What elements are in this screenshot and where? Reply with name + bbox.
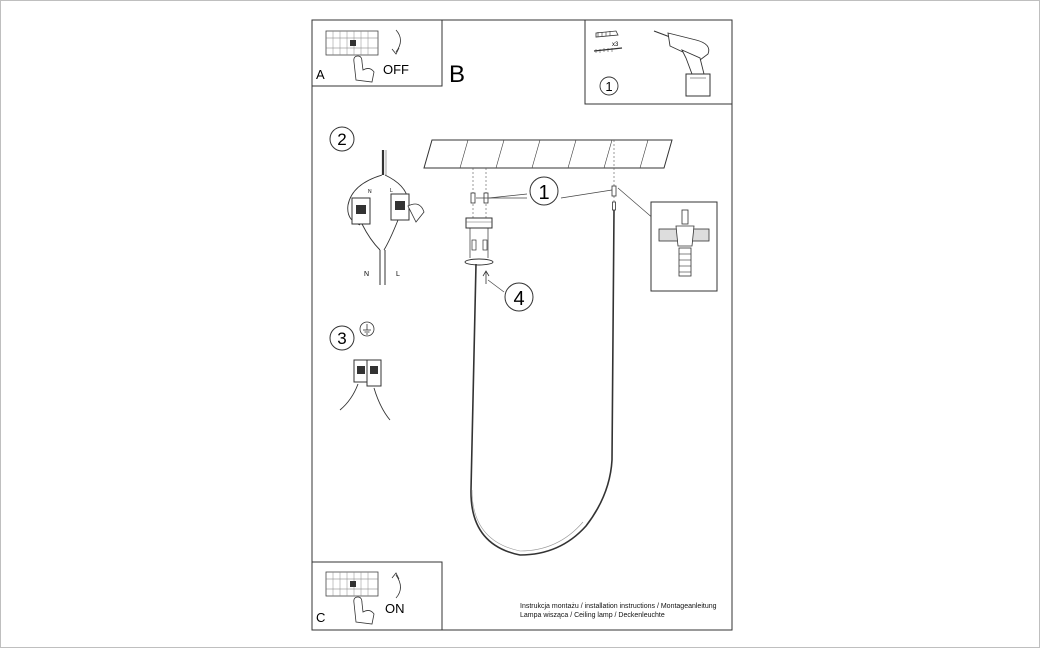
step-4-number: 4: [513, 288, 524, 310]
wire-l-small: L: [390, 188, 393, 194]
screwdriver-hand-icon: [407, 203, 425, 223]
wire-neutral-label: N: [364, 271, 369, 278]
anchor-detail-box: [617, 187, 718, 292]
tools-box: x3 1: [584, 19, 733, 105]
step-3-grounding: 3: [329, 321, 391, 421]
footer-line-2: Lampa wisząca / Ceiling lamp / Deckenleu…: [520, 612, 665, 619]
arrow-down-icon: [395, 29, 401, 53]
anchor-bolt-icon: [675, 209, 695, 277]
breaker-box-icon-c: [325, 571, 379, 597]
tools-step-number: 1: [605, 79, 612, 94]
panel-a-letter: A: [316, 67, 325, 82]
hand-icon: [353, 55, 375, 83]
lamp-body: [470, 209, 615, 556]
canopy: [464, 217, 494, 266]
panel-a: A OFF: [311, 19, 443, 87]
step-1-number: 1: [538, 182, 549, 204]
screws-and-dowels-icon: [593, 30, 623, 53]
instruction-sheet: [311, 19, 733, 631]
hand-icon-c: [353, 596, 375, 625]
ground-symbol-icon: [359, 321, 375, 337]
panel-c: C ON: [311, 561, 443, 631]
ground-terminal-icon: [353, 359, 382, 387]
panel-c-letter: C: [316, 610, 325, 625]
panel-c-label: ON: [385, 601, 405, 616]
terminal-block-icon: [351, 193, 410, 225]
wire-live-label: L: [396, 271, 400, 278]
step-2-number: 2: [337, 130, 346, 149]
arrow-up-icon-c: [395, 574, 401, 599]
step-1-callout: 1: [476, 176, 613, 206]
step-3-number: 3: [337, 329, 346, 348]
panel-b-letter: B: [449, 61, 465, 88]
arrow-up-icon: [482, 270, 490, 277]
screws-count: x3: [612, 42, 619, 48]
wire-n-small: N: [368, 189, 372, 195]
panel-a-label: OFF: [383, 62, 409, 77]
footer-line-1: Instrukcja montażu / installation instru…: [520, 603, 717, 610]
step-2-wiring: 2 N L N L: [329, 126, 425, 285]
step-4-callout: 4: [482, 270, 534, 312]
ceiling: [423, 139, 673, 169]
breaker-box-icon: [325, 30, 379, 56]
drill-icon: [653, 30, 711, 97]
